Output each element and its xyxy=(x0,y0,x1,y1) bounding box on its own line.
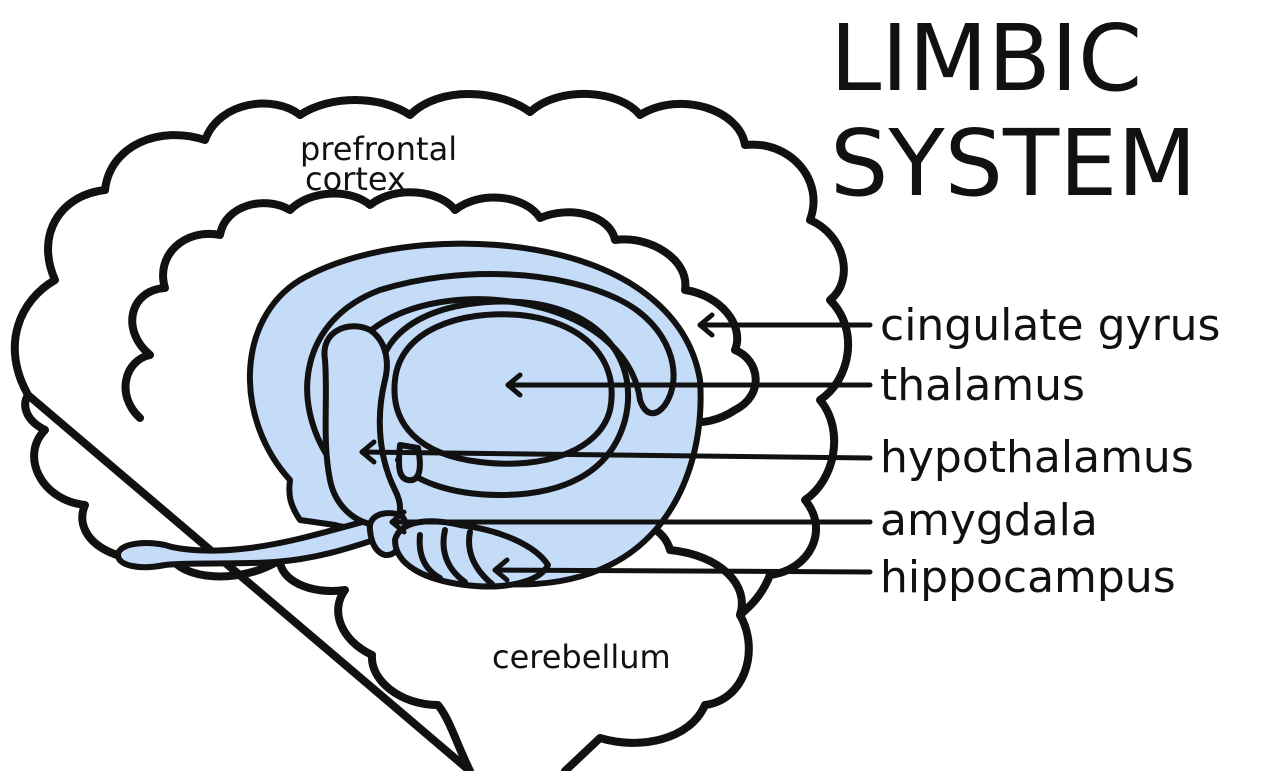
label-hippocampus: hippocampus xyxy=(880,552,1176,603)
label-cingulate-gyrus: cingulate gyrus xyxy=(880,300,1220,351)
fornix-tail xyxy=(118,515,400,567)
label-thalamus: thalamus xyxy=(880,360,1085,411)
title-line-2: SYSTEM xyxy=(830,110,1197,217)
prefrontal-cortex-label-line2: cortex xyxy=(305,160,406,198)
title-line-1: LIMBIC xyxy=(830,5,1142,112)
label-amygdala: amygdala xyxy=(880,495,1098,546)
thalamus-shape xyxy=(394,314,611,463)
cerebellum-label: cerebellum xyxy=(492,638,671,676)
label-hypothalamus: hypothalamus xyxy=(880,432,1194,483)
